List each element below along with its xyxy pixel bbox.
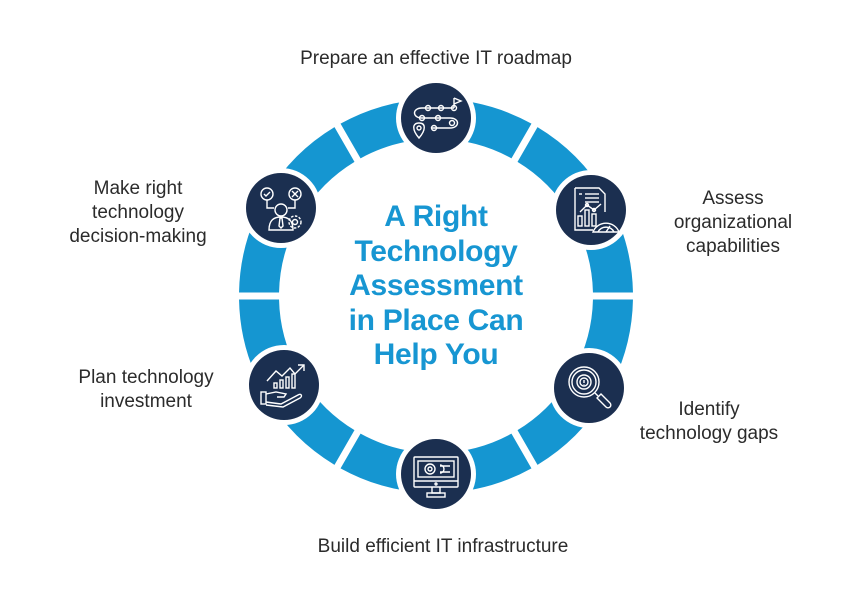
- node-decision: [241, 168, 321, 248]
- roadmap-route-icon: [413, 97, 463, 140]
- person-check-cross-icon: [260, 187, 302, 231]
- report-gauge-icon: [574, 187, 621, 233]
- label-gaps: Identify technology gaps: [639, 399, 779, 444]
- label-decision: Make right technology decision-making: [69, 178, 207, 247]
- node-circle: [401, 439, 471, 509]
- node-circle: [556, 175, 626, 245]
- node-circle: [246, 173, 316, 243]
- node-infrastructure: [396, 434, 476, 514]
- label-capabilities: Assess organizational capabilities: [673, 188, 793, 257]
- monitor-gear-wrench-icon: [413, 456, 459, 498]
- node-circle: [554, 353, 624, 423]
- node-roadmap: [396, 78, 476, 158]
- node-capabilities: [551, 170, 631, 250]
- magnifier-gear-icon: [568, 366, 612, 409]
- node-circle: [249, 350, 319, 420]
- label-investment: Plan technology investment: [78, 367, 214, 412]
- hand-growth-chart-icon: [260, 364, 305, 408]
- node-gaps: [549, 348, 629, 428]
- center-title: A Right Technology Assessment in Place C…: [348, 200, 524, 371]
- label-roadmap: Prepare an effective IT roadmap: [300, 48, 572, 69]
- label-infrastructure: Build efficient IT infrastructure: [317, 536, 569, 557]
- node-investment: [244, 345, 324, 425]
